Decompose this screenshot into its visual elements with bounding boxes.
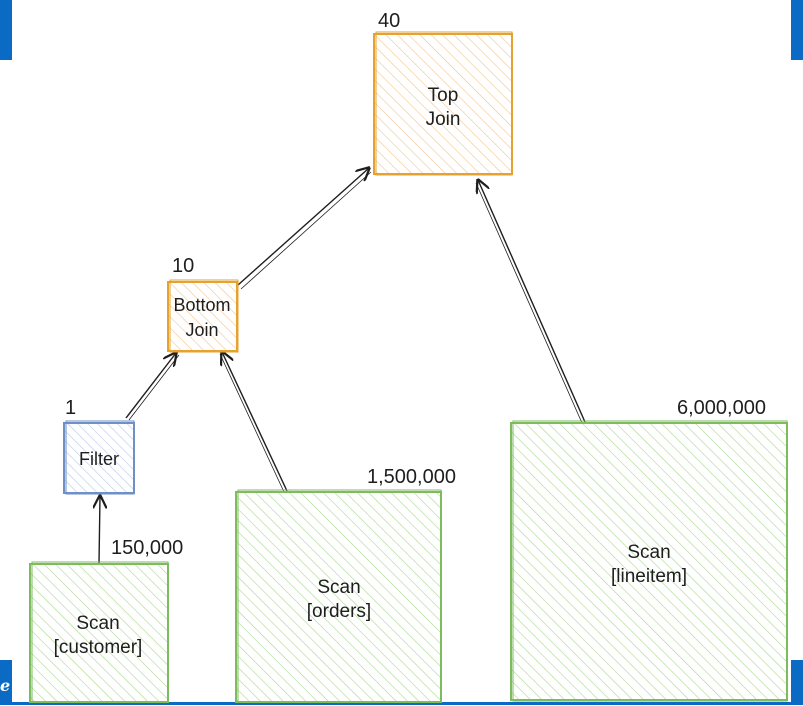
top-join-label-line2: Join [426,109,461,130]
scan-orders-count: 1,500,000 [367,466,456,488]
scan-lineitem-label-line1: Scan [627,542,670,563]
bottom-join-label-line1: Bottom [173,295,230,315]
top-join-count: 40 [378,10,400,32]
top-right-blue-bar [791,0,803,60]
bottom-join-label-line2: Join [185,320,218,340]
scan-customer-label-line2: [customer] [54,637,143,658]
edge-bottom-join-to-top-join [237,168,371,290]
edges [99,168,586,565]
filter-label: Filter [79,449,119,469]
corner-mark: e [0,676,11,695]
bottom-blue-rule [0,702,803,705]
bottom-join-count: 10 [172,255,194,277]
top-join-node: Top Join [373,31,513,176]
scan-orders-label-line2: [orders] [307,601,371,622]
scan-lineitem-label-line2: [lineitem] [611,566,687,587]
scan-orders-label-line1: Scan [317,577,360,598]
filter-count: 1 [65,397,76,419]
edge-scan-customer-to-filter [99,496,100,565]
scan-lineitem-node: Scan [lineitem] [510,420,788,702]
scan-customer-label-line1: Scan [76,613,119,634]
edge-filter-to-bottom-join [125,353,180,421]
scan-customer-node: Scan [customer] [29,561,169,703]
scan-lineitem-count: 6,000,000 [677,397,766,419]
scan-orders-node: Scan [orders] [235,489,442,703]
bottom-join-node: Bottom Join [167,279,239,353]
edge-scan-orders-to-bottom-join [219,352,288,493]
filter-node: Filter [63,420,135,495]
bottom-right-blue-bar [791,660,803,702]
scan-customer-count: 150,000 [111,537,183,559]
top-join-label-line1: Top [428,85,459,106]
bottom-left-blue-bar [0,660,12,702]
top-left-blue-bar [0,0,12,60]
edge-scan-lineitem-to-top-join [476,180,586,424]
